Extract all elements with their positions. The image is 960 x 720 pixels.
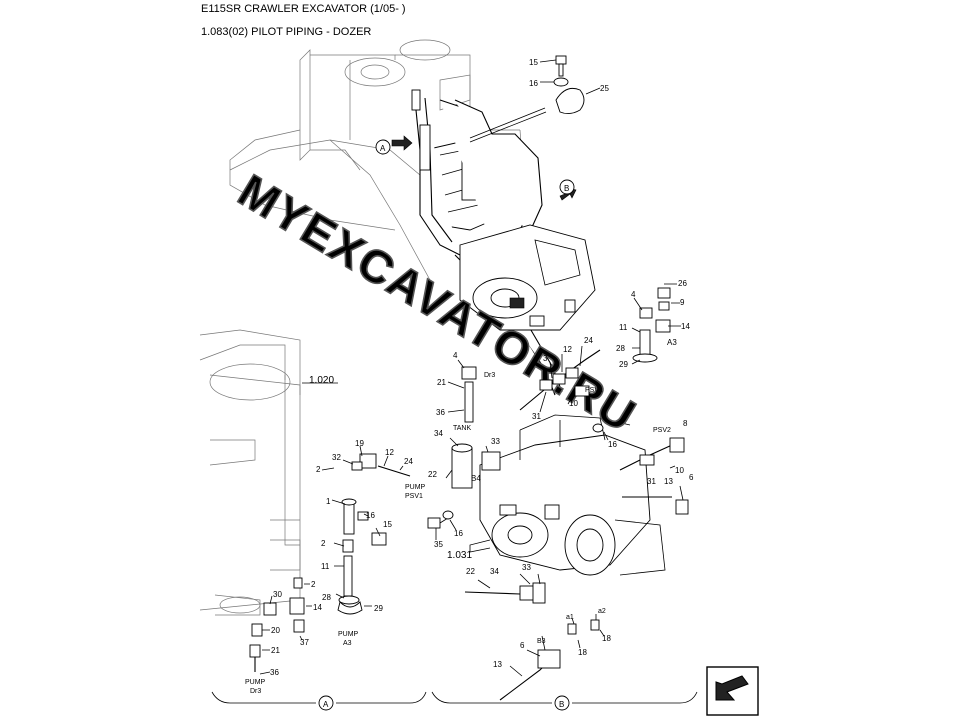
- callout-29: 29: [374, 604, 383, 613]
- port-a2-label: a2: [598, 608, 606, 615]
- lower-hose-group: [464, 573, 605, 649]
- callout-13: 13: [493, 660, 502, 669]
- callout-3: 3: [543, 354, 548, 363]
- hydraulic-pump-1031: [469, 414, 666, 576]
- callout-26: 26: [678, 279, 687, 288]
- pump-a3-label-2: A3: [343, 640, 352, 647]
- callout-18: 18: [602, 634, 611, 643]
- callout-6: 6: [689, 473, 694, 482]
- callout-8: 8: [683, 419, 688, 428]
- callout-10: 10: [675, 466, 684, 475]
- view-label-a-bottom: A: [323, 700, 329, 709]
- callout-10: 10: [569, 399, 578, 408]
- pump-dr3-label-1: PUMP: [245, 679, 266, 686]
- callout-14: 14: [313, 603, 322, 612]
- callout-22: 22: [466, 567, 475, 576]
- callout-15: 15: [383, 520, 392, 529]
- callout-4: 4: [631, 290, 636, 299]
- view-label-b-bottom: B: [559, 700, 564, 709]
- callout-34: 34: [434, 429, 443, 438]
- main-pump-assembly: [459, 224, 596, 331]
- pump-psv1-label-1: PUMP: [405, 484, 426, 491]
- callout-14: 14: [681, 322, 690, 331]
- callout-2: 2: [311, 580, 316, 589]
- callout-28: 28: [322, 593, 331, 602]
- callout-28: 28: [616, 344, 625, 353]
- port-psv2-label: PSV2: [653, 427, 671, 434]
- callout-29: 29: [619, 360, 628, 369]
- psv2-group: [592, 423, 689, 515]
- clamp-group-top: [469, 55, 601, 143]
- port-b4-label: B4: [471, 474, 481, 483]
- callout-9: 9: [680, 298, 685, 307]
- callout-15: 15: [529, 58, 538, 67]
- view-a-parts: [249, 445, 411, 675]
- callout-30: 30: [273, 590, 282, 599]
- pump-psv1-label-2: PSV1: [405, 493, 423, 500]
- engine-block-1020: [199, 329, 338, 616]
- view-markers: [211, 135, 698, 711]
- b4-group: [445, 437, 501, 489]
- callout-16: 16: [454, 529, 463, 538]
- view-label-b: B: [564, 184, 569, 193]
- callout-31: 31: [647, 477, 656, 486]
- pump-dr3-label-2: Dr3: [250, 688, 261, 695]
- callout-2: 2: [321, 539, 326, 548]
- callout-11: 11: [321, 562, 330, 571]
- callout-12: 12: [385, 448, 394, 457]
- callout-33: 33: [522, 563, 531, 572]
- callout-24: 24: [404, 457, 413, 466]
- callout-24: 24: [584, 336, 593, 345]
- callout-31: 31: [532, 412, 541, 421]
- callout-20: 20: [271, 626, 280, 635]
- a3-fitting-group: [631, 283, 681, 365]
- callout-32: 32: [332, 453, 341, 462]
- callout-16: 16: [608, 440, 617, 449]
- diagram-subtitle: 1.083(02) PILOT PIPING - DOZER: [201, 26, 372, 38]
- callout-34: 34: [490, 567, 499, 576]
- callout-21: 21: [437, 378, 446, 387]
- callout-13: 13: [664, 477, 673, 486]
- port-dr3-label: Dr3: [484, 372, 495, 379]
- diagram-title: E115SR CRAWLER EXCAVATOR (1/05- ): [201, 3, 406, 15]
- port-psv1-label: PSV1: [585, 387, 603, 394]
- callout-35: 35: [434, 540, 443, 549]
- callout-2: 2: [316, 465, 321, 474]
- callout-33: 33: [491, 437, 500, 446]
- callout-36: 36: [436, 408, 445, 417]
- b3-group: [499, 635, 561, 701]
- psv1-group: [519, 345, 601, 413]
- callout-18: 18: [578, 648, 587, 657]
- ref-1020: 1.020: [309, 375, 334, 386]
- dr3-tank-group: [447, 359, 477, 423]
- view-label-a: A: [380, 144, 386, 153]
- bolt-35-16: [427, 510, 457, 540]
- callout-11: 11: [619, 323, 628, 332]
- callout-6: 6: [520, 641, 525, 650]
- port-a3-label: A3: [667, 338, 677, 347]
- callout-22: 22: [428, 470, 437, 479]
- callout-4: 4: [453, 351, 458, 360]
- control-valve-assembly: [411, 89, 563, 396]
- callout-1: 1: [326, 497, 331, 506]
- port-a1-label: a1: [566, 614, 574, 621]
- port-b3-label: B3: [537, 638, 546, 645]
- callout-37: 37: [300, 638, 309, 647]
- callout-21: 21: [271, 646, 280, 655]
- port-tank-label: TANK: [453, 425, 471, 432]
- callout-16: 16: [366, 511, 375, 520]
- callout-36: 36: [270, 668, 279, 677]
- callout-19: 19: [355, 439, 364, 448]
- pump-a3-label-1: PUMP: [338, 631, 359, 638]
- callout-25: 25: [600, 84, 609, 93]
- ref-1031: 1.031: [447, 550, 472, 561]
- callout-16: 16: [529, 79, 538, 88]
- callout-12: 12: [563, 345, 572, 354]
- return-arrow-icon[interactable]: [706, 666, 759, 716]
